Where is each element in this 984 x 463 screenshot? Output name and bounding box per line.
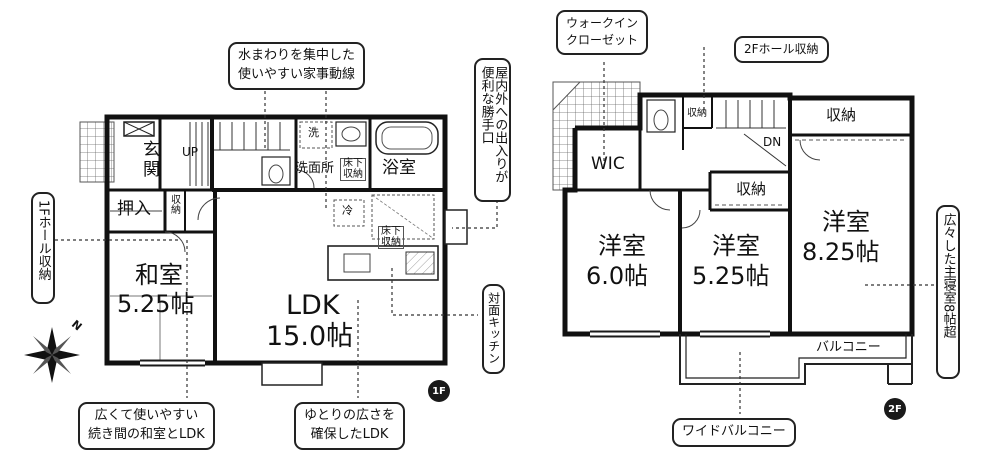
callout-katteguchi: 屋内外への出入りが便利な勝手口 <box>474 58 512 202</box>
reizo-label: 冷 <box>342 204 353 217</box>
wash-basin <box>335 121 367 147</box>
washing-machine-space <box>299 121 333 149</box>
hall-storage-1f-label: 収納 <box>168 194 180 214</box>
kitchen-underfloor-storage-label: 床下収納 <box>378 226 404 249</box>
first-floor <box>79 114 468 386</box>
second-floor-outer-wall <box>562 92 915 337</box>
callout-leaders <box>55 47 940 414</box>
balcony-label: バルコニー <box>816 340 881 355</box>
stairs-1f <box>189 122 290 186</box>
callout-taimen-kitchen: 対面キッチン <box>482 284 505 374</box>
dn-label: DN <box>763 135 782 149</box>
fridge-space <box>333 199 365 227</box>
bathtub <box>375 121 439 155</box>
wic-label: WIC <box>591 154 625 174</box>
callout-washitsu-ldk: 広くて使いやすい 続き間の和室とLDK <box>78 402 215 450</box>
roof-corner <box>552 81 582 112</box>
yoshitsu-b-label: 洋室 <box>712 232 760 260</box>
washitsu-size: 5.25帖 <box>117 290 195 318</box>
genkan-label: 玄関 <box>139 140 159 180</box>
yoshitsu-c-label: 洋室 <box>822 208 870 236</box>
senmenjo-label: 洗面所 <box>295 161 335 176</box>
callout-1f-hall-storage: 1Fホール収納 <box>31 192 55 304</box>
washitsu-label: 和室 <box>135 261 183 289</box>
closet-top-label: 収納 <box>826 106 857 124</box>
callout-master-bedroom: 広々した主寝室8帖超 <box>936 205 960 379</box>
closet-mid-label: 収納 <box>736 180 767 198</box>
back-door-step <box>444 209 468 245</box>
yoshitsu-a-size: 6.0帖 <box>586 262 649 290</box>
toilet <box>261 156 291 186</box>
wide-balcony <box>679 334 912 385</box>
stove <box>405 251 435 275</box>
underfloor-storage-label: 床下収納 <box>340 158 366 181</box>
floor-1f-badge: 1F <box>428 380 450 402</box>
ldk-size: 15.0帖 <box>266 321 354 352</box>
callout-2f-hall-storage: 2Fホール収納 <box>734 36 829 64</box>
yoshitsu-c-size: 8.25帖 <box>802 238 880 266</box>
up-label: UP <box>182 145 199 159</box>
callout-wide-balcony: ワイドバルコニー <box>672 418 796 447</box>
hall-storage-2f-label: 収納 <box>687 108 707 119</box>
oshiire-label: 押入 <box>117 199 151 219</box>
balcony-rail <box>685 334 907 379</box>
yoshitsu-b-size: 5.25帖 <box>692 262 770 290</box>
floor-2f-badge: 2F <box>884 398 906 420</box>
stairs-2f <box>716 100 787 167</box>
second-floor <box>552 81 915 385</box>
compass-rose <box>24 327 80 383</box>
callout-walk-in-closet: ウォークイン クローゼット <box>556 10 649 55</box>
callout-yutori-ldk: ゆとりの広さを 確保したLDK <box>294 402 406 450</box>
yokushitsu-label: 浴室 <box>382 158 416 178</box>
sentaku-label: 洗 <box>308 126 319 139</box>
callout-mizumawari: 水まわりを集中した 使いやすい家事動線 <box>228 42 366 90</box>
yoshitsu-a-label: 洋室 <box>598 232 646 260</box>
ldk-label: LDK <box>286 290 340 321</box>
